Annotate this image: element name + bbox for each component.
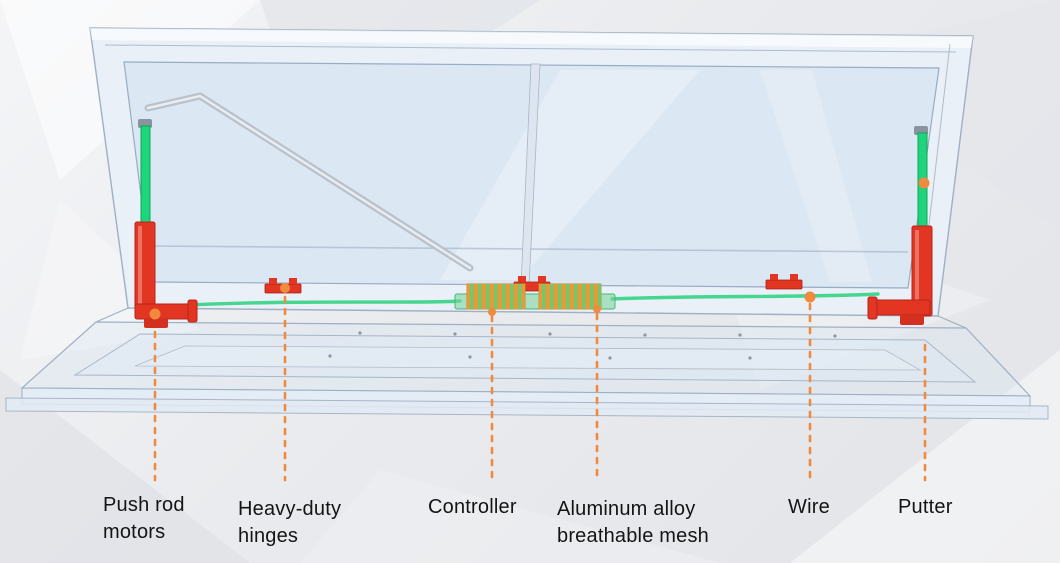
label-aluminum-alloy-breathable-mesh: Aluminum alloy breathable mesh (557, 498, 709, 547)
dot-controller (488, 308, 496, 316)
label-push-rod-motors: Push rod motors (103, 494, 185, 543)
controller-assembly (454, 283, 616, 310)
label-controller: Controller (428, 496, 517, 518)
callout-dots (149, 177, 930, 320)
screw-marks (328, 331, 837, 360)
base-frame (5, 307, 1049, 420)
dot-push-rod-motors (149, 308, 161, 320)
label-wire: Wire (788, 496, 830, 518)
controller-box (466, 283, 526, 310)
breathable-mesh-box (538, 283, 602, 310)
dot-putter (918, 177, 930, 189)
wire-line (166, 292, 880, 308)
label-heavy-duty-hinges: Heavy-duty hinges (238, 498, 342, 547)
hinge (765, 274, 803, 290)
diagonal-support-arm (144, 92, 474, 272)
push-rod-left (140, 125, 151, 229)
window-sash (89, 27, 974, 317)
dot-heavy-duty-hinges (280, 283, 290, 293)
dot-mesh (593, 305, 601, 313)
dot-wire (804, 291, 816, 303)
callout-leaders (153, 295, 927, 482)
push-rod-motor-left (134, 119, 198, 328)
label-putter: Putter (898, 496, 953, 518)
